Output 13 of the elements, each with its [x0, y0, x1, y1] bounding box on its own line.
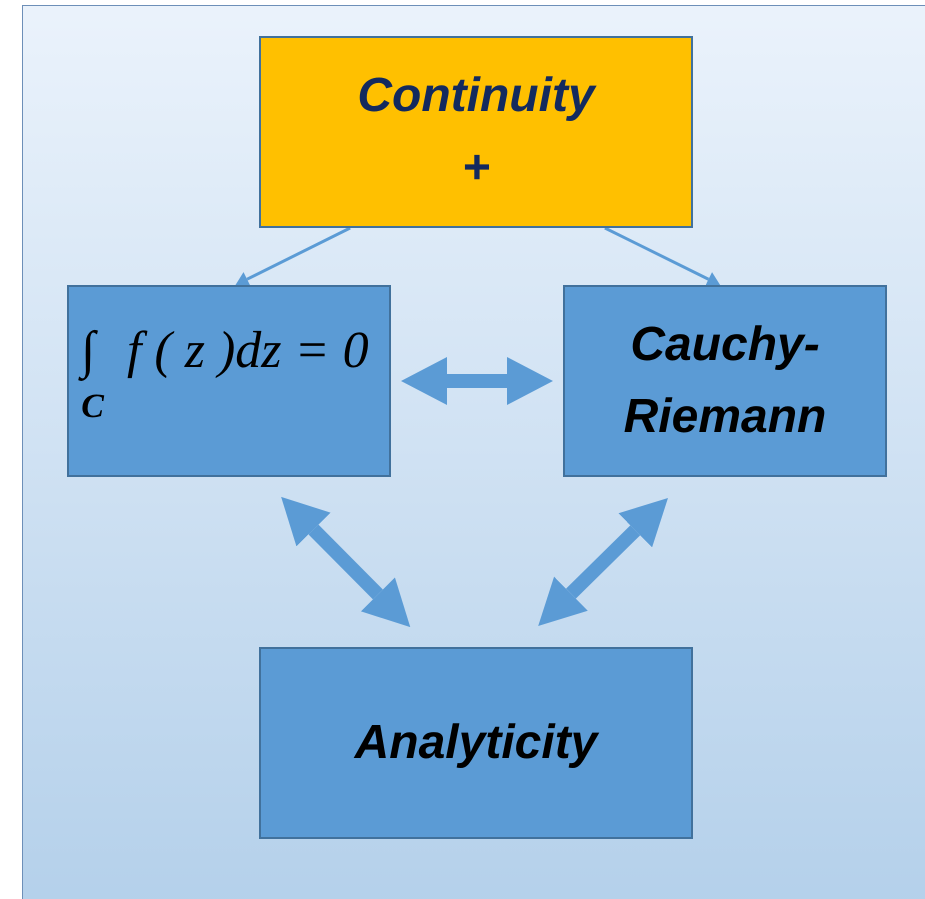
arrow — [235, 226, 351, 286]
double-arrow — [281, 496, 410, 628]
process-box — [563, 285, 887, 477]
double-arrow — [538, 498, 668, 626]
double-arrow — [401, 357, 553, 405]
box-label: Continuity — [357, 68, 595, 124]
box-label: + — [462, 140, 490, 196]
process-box — [259, 36, 693, 228]
box-label: Analyticity — [354, 715, 598, 771]
arrow — [604, 226, 720, 286]
box-label: Cauchy- Riemann — [622, 317, 828, 445]
process-box — [67, 285, 391, 477]
process-box — [259, 647, 693, 839]
